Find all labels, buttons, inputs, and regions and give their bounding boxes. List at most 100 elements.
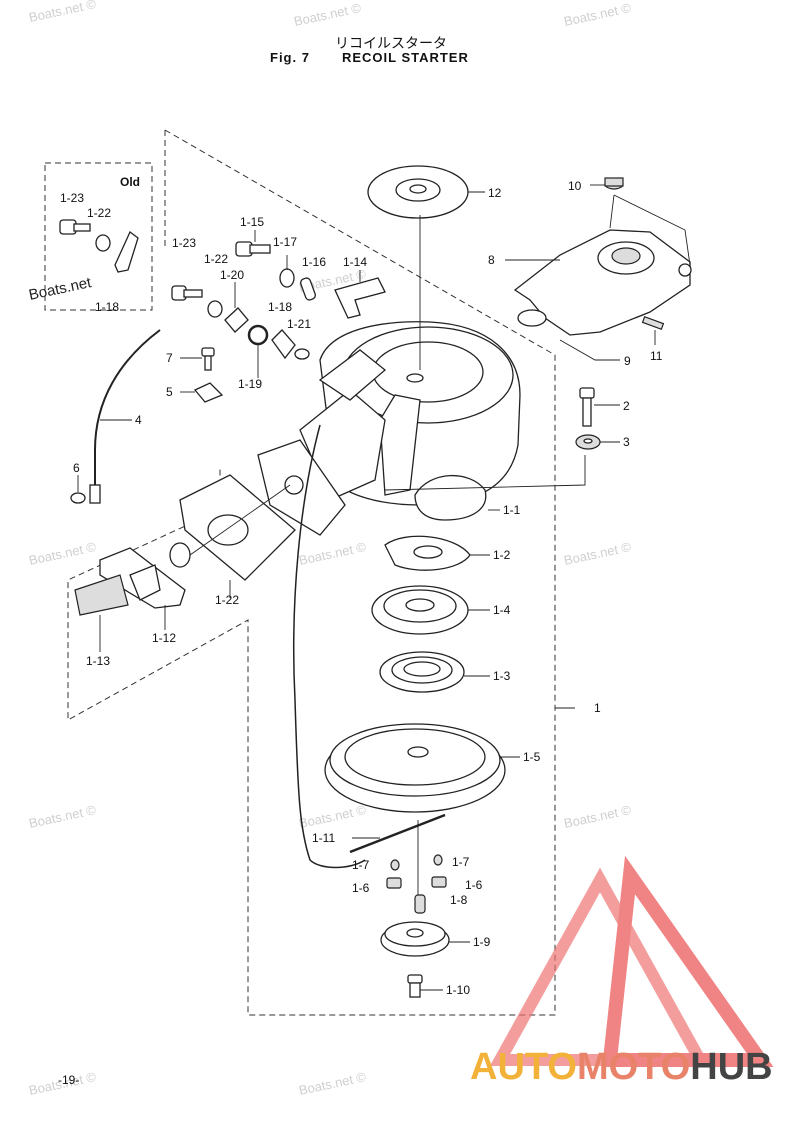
label-12: 12: [488, 186, 502, 200]
label-1-1: 1-1: [503, 503, 521, 517]
watermark: Boats.net ©: [298, 1069, 368, 1098]
part-4-cable: [89, 329, 161, 504]
part-1-2-plate: [384, 535, 490, 571]
part-1-8-spring: [414, 820, 426, 914]
watermark-dark: Boats.net: [27, 274, 93, 304]
old-parts-box: [44, 162, 153, 311]
part-12-disk: [367, 165, 485, 219]
label-1-16: 1-16: [302, 255, 326, 269]
label-1-3: 1-3: [493, 669, 511, 683]
part-1-23-bolt: [171, 285, 203, 301]
part-1-21-washer: [294, 348, 310, 360]
label-1-6: 1-6: [465, 878, 483, 892]
watermarks: Boats.net © Boats.net © Boats.net © Boat…: [27, 0, 632, 1098]
watermark: Boats.net ©: [563, 539, 633, 568]
part-1-19-spring: [247, 324, 269, 378]
part-3-washer: [575, 434, 620, 450]
label-7: 7: [166, 351, 173, 365]
label-1-11: 1-11: [312, 831, 335, 845]
watermark: Boats.net ©: [563, 802, 633, 831]
part-10-grommet: [590, 177, 691, 266]
label-1-6: 1-6: [352, 881, 370, 895]
watermark: Boats.net ©: [28, 802, 98, 831]
label-1-18: 1-18: [268, 300, 292, 314]
label-1-7: 1-7: [452, 855, 470, 869]
part-1-9-ratchet: [380, 921, 470, 957]
label-1-23: 1-23: [172, 236, 196, 250]
label-1-19: 1-19: [238, 377, 262, 391]
part-11-pin: [641, 315, 665, 345]
watermark: Boats.net ©: [28, 0, 98, 25]
part-8-cover: [505, 229, 692, 336]
watermark: Boats.net ©: [298, 539, 368, 568]
assembly-1-boundary: [67, 129, 556, 1016]
label-9: 9: [624, 354, 631, 368]
part-1-16-pin: [300, 277, 316, 301]
label-8: 8: [488, 253, 495, 267]
watermark: Boats.net ©: [28, 539, 98, 568]
label-1-8: 1-8: [450, 893, 468, 907]
part-1-4-case: [371, 585, 490, 635]
label-1-2: 1-2: [493, 548, 511, 562]
part-1-22-guide: [179, 474, 296, 598]
part-1-10-bolt: [407, 974, 443, 998]
assembly-boundaries: [44, 129, 556, 1016]
label-1-15: 1-15: [240, 215, 264, 229]
label-10: 10: [568, 179, 582, 193]
part-1-13-insert: [74, 574, 129, 652]
label-1-20: 1-20: [220, 268, 244, 282]
figure-title-text: RECOIL STARTER: [341, 50, 469, 65]
automotohub-logo-text: AUTOMOTOHUB: [470, 1046, 773, 1088]
label-1-22: 1-22: [215, 593, 239, 607]
part-1-3-spring: [379, 651, 490, 693]
figure-title: Fig. 7 RECOIL STARTER: [270, 50, 469, 65]
label-1-7: 1-7: [352, 858, 370, 872]
label-1-10: 1-10: [446, 983, 470, 997]
part-1-22-collar: [207, 300, 223, 318]
label-1-14: 1-14: [343, 255, 367, 269]
part-1-18-bracket: [271, 329, 296, 360]
part-6-washer: [70, 475, 86, 504]
label-1-5: 1-5: [523, 750, 541, 764]
label-6: 6: [73, 461, 80, 475]
label-4: 4: [135, 413, 142, 427]
automotohub-logo-mark: [489, 855, 774, 1067]
label-1-21: 1-21: [287, 317, 311, 331]
label-1-22: 1-22: [204, 252, 228, 266]
rope-guide-plate: [257, 439, 346, 536]
lead-9: [559, 339, 620, 361]
part-1-12-handle: [99, 484, 291, 630]
watermark: Boats.net ©: [293, 0, 363, 29]
label-3: 3: [623, 435, 630, 449]
part-1-1-housing: [299, 215, 586, 521]
part-labels: Old 1-23 1-22 1-18 1-23 1-22 1-20 1-15 1…: [60, 175, 663, 997]
page-number: -19-: [58, 1073, 80, 1087]
label-1-4: 1-4: [493, 603, 511, 617]
part-5-clamp: [180, 382, 224, 403]
label-5: 5: [166, 385, 173, 399]
label-1-18: 1-18: [95, 300, 119, 314]
label-2: 2: [623, 399, 630, 413]
part-1-20-plate: [224, 282, 249, 333]
label-1-23: 1-23: [60, 191, 84, 205]
title-japanese: リコイルスタータ: [335, 35, 447, 51]
label-1-22: 1-22: [87, 206, 111, 220]
label-1-17: 1-17: [273, 235, 297, 249]
part-2-bolt: [579, 387, 620, 427]
part-7-screw: [180, 347, 215, 371]
label-1-12: 1-12: [152, 631, 176, 645]
label-1: 1: [594, 701, 601, 715]
part-1-6-pawls: [386, 876, 447, 889]
part-1-11-rope: [292, 424, 446, 869]
label-1-9: 1-9: [473, 935, 491, 949]
part-1-17-collar: [279, 255, 295, 288]
inset-label: Old: [120, 175, 140, 189]
label-1-13: 1-13: [86, 654, 110, 668]
old-parts: [59, 219, 139, 273]
watermark: Boats.net ©: [563, 0, 633, 29]
part-1-14-lever: [334, 270, 386, 319]
part-1-7-springs: [390, 854, 443, 871]
part-1-5-reel: [324, 707, 575, 813]
figure-number: Fig. 7: [270, 50, 310, 65]
